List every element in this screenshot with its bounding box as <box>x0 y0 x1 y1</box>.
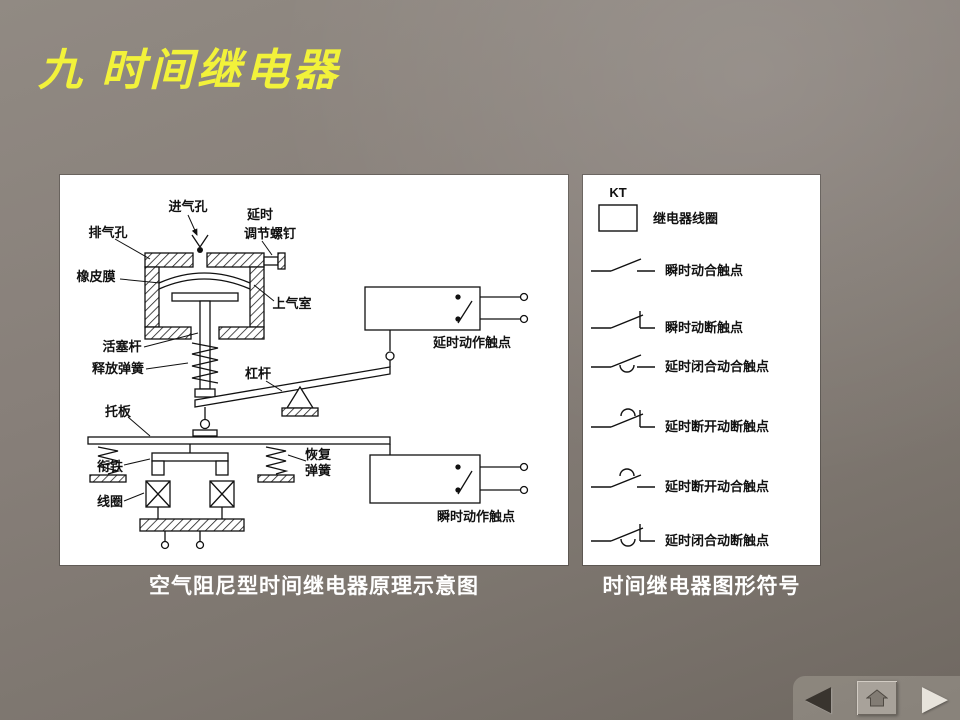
symbols-panel: KT 继电器线圈 瞬时动合触点 瞬时动断触点 延时闭合动合触点 延时断开动断触点… <box>583 175 820 565</box>
instant-contact-block <box>369 444 529 504</box>
label-instant-no: 瞬时动合触点 <box>665 263 743 278</box>
symbols-diagram: KT 继电器线圈 瞬时动合触点 瞬时动断触点 延时闭合动合触点 延时断开动断触点… <box>591 185 769 548</box>
label-rubber-membrane: 橡皮膜 <box>76 269 115 284</box>
leader-lines <box>114 214 307 502</box>
delay-close-nc-contact-symbol <box>591 524 655 547</box>
instant-nc-contact-symbol <box>591 311 655 329</box>
label-upper-air-chamber: 上气室 <box>272 296 311 311</box>
piston-assembly <box>171 292 239 437</box>
relay-coil-symbol <box>598 204 638 232</box>
schematic-panel: 进气孔 延时 调节螺钉 排气孔 橡皮膜 上气室 活塞杆 释放弹簧 杠杆 托板 恢… <box>60 175 568 565</box>
back-button[interactable]: ◀ <box>805 679 832 717</box>
label-instant-contact: 瞬时动作触点 <box>437 509 515 524</box>
delay-open-nc-contact-symbol <box>591 408 655 428</box>
label-delay-open-no: 延时断开动合触点 <box>664 479 769 494</box>
forward-button[interactable]: ▶ <box>921 679 948 717</box>
caption-schematic: 空气阻尼型时间继电器原理示意图 <box>149 575 479 598</box>
home-button[interactable] <box>856 681 897 715</box>
caption-symbols: 时间继电器图形符号 <box>602 575 801 598</box>
label-instant-nc: 瞬时动断触点 <box>665 320 743 335</box>
label-recovery-spring-1: 恢复 <box>305 447 332 462</box>
lever-assembly <box>194 366 391 417</box>
nav-controls: ◀ ▶ <box>793 676 960 720</box>
label-exhaust-hole: 排气孔 <box>88 225 127 240</box>
instant-no-contact-symbol <box>591 258 655 272</box>
electromagnet-assembly <box>139 444 245 550</box>
label-delay: 延时 <box>246 207 273 222</box>
label-delay-close-no: 延时闭合动合触点 <box>664 359 769 374</box>
air-chamber <box>144 234 286 340</box>
label-support-plate: 托板 <box>105 404 132 419</box>
delay-close-no-contact-symbol <box>591 354 655 373</box>
label-armature: 衔铁 <box>97 459 123 474</box>
label-adjust-screw: 调节螺钉 <box>244 226 296 241</box>
label-relay-coil: 继电器线圈 <box>653 211 718 226</box>
label-lever: 杠杆 <box>245 366 271 381</box>
label-release-spring: 释放弹簧 <box>92 361 144 376</box>
label-delay-open-nc: 延时断开动断触点 <box>664 419 769 434</box>
label-piston-rod: 活塞杆 <box>102 339 141 354</box>
label-coil: 线圈 <box>97 494 123 509</box>
home-icon <box>865 689 888 707</box>
schematic-diagram: 进气孔 延时 调节螺钉 排气孔 橡皮膜 上气室 活塞杆 释放弹簧 杠杆 托板 恢… <box>76 199 529 550</box>
label-intake-hole: 进气孔 <box>168 199 207 214</box>
label-kt: KT <box>609 185 626 200</box>
label-delay-close-nc: 延时闭合动断触点 <box>664 533 769 548</box>
support-plate-assembly <box>87 436 391 483</box>
delay-contact-block <box>364 286 529 367</box>
page-title: 九 时间继电器 <box>38 46 341 95</box>
label-delay-contact: 延时动作触点 <box>432 335 511 350</box>
delay-open-no-contact-symbol <box>591 468 655 488</box>
label-recovery-spring-2: 弹簧 <box>305 463 331 478</box>
